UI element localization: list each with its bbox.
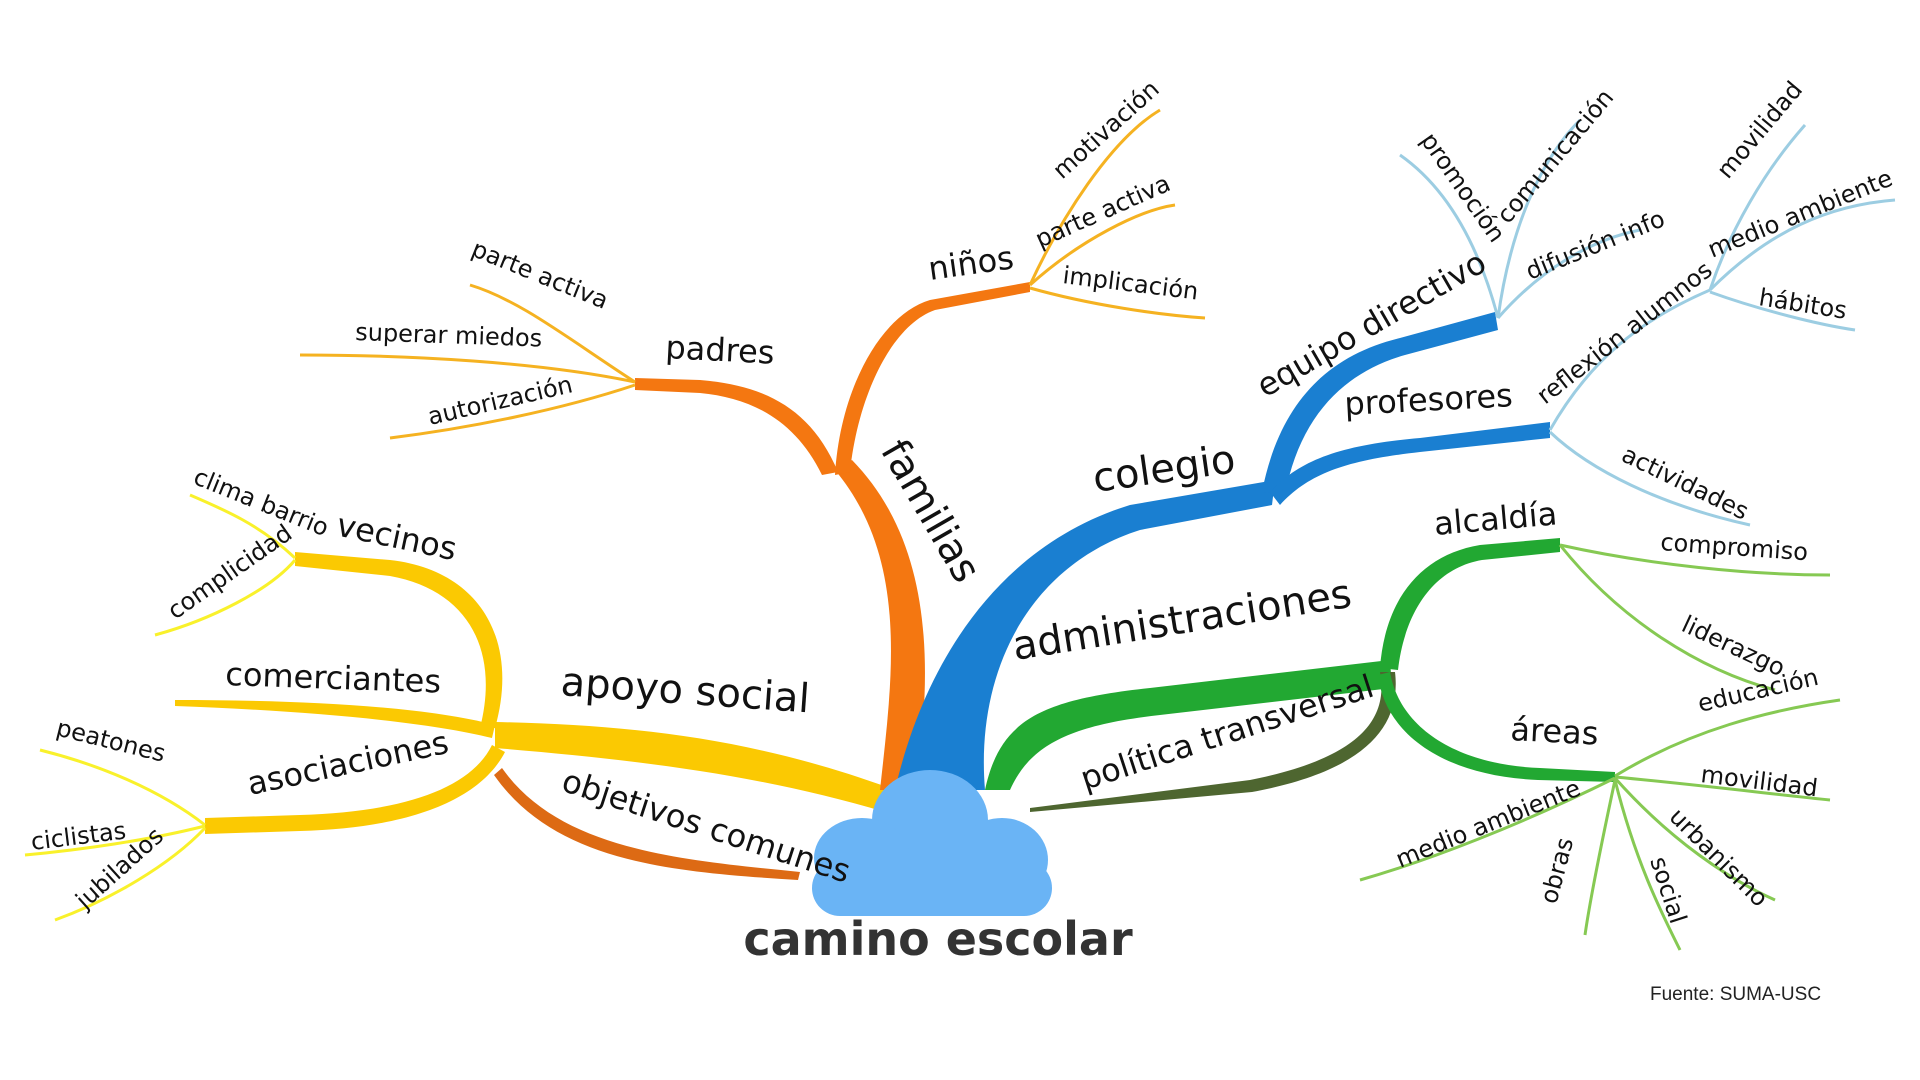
leaf-line-compromiso: [1559, 543, 1831, 577]
leaf-line-ninos-parte-activa: [1028, 203, 1176, 287]
leaf-line-peatones: [39, 748, 206, 827]
leaf-line-promocion: [1399, 153, 1500, 319]
branch-line-objetivos-comunes: [494, 768, 800, 880]
leaf-line-superar-miedos: [299, 353, 636, 384]
leaf-line-movilidad-areas: [1614, 775, 1831, 802]
leaf-line-padres-parte-activa: [469, 283, 636, 384]
leaf-motivacion: motivación: [1047, 75, 1164, 185]
leaf-movilidad-areas: movilidad: [1699, 760, 1819, 802]
leaf-superar-miedos: superar miedos: [355, 318, 543, 353]
label-comerciantes: comerciantes: [225, 655, 442, 701]
branch-familias: [299, 108, 1206, 790]
leaf-actividades: actividades: [1617, 440, 1753, 525]
branch-line-profesores: [1270, 422, 1550, 505]
leaf-comunicacion: comunicación: [1491, 84, 1619, 229]
leaf-line-difusion-info: [1496, 228, 1641, 319]
label-asociaciones: asociaciones: [244, 723, 452, 803]
leaf-line-motivacion: [1028, 108, 1161, 286]
label-ninos: niños: [926, 238, 1016, 288]
leaf-line-educacion: [1614, 698, 1841, 778]
branch-line-areas: [1378, 672, 1615, 782]
branch-line-asociaciones: [205, 745, 505, 834]
leaf-line-movilidad-colegio: [1708, 124, 1807, 291]
branch-colegio: [895, 118, 1896, 790]
leaf-line-autorizacion: [389, 383, 636, 440]
leaf-line-implicacion: [1029, 286, 1206, 320]
leaf-line-ciclistas: [24, 824, 206, 857]
leaf-line-complicidad: [154, 559, 297, 637]
label-apoyo-social: apoyo social: [559, 659, 811, 722]
leaf-liderazgo: liderazgo: [1677, 610, 1789, 682]
branch-line-padres: [635, 378, 838, 475]
leaf-line-liderazgo: [1558, 544, 1776, 692]
leaf-line-clima-barrio: [189, 493, 297, 560]
branch-line-equipo-directivo: [1262, 312, 1498, 495]
leaf-line-habitos: [1709, 290, 1856, 332]
label-alcaldia: alcaldía: [1432, 494, 1558, 543]
leaf-reflexion-alumnos: reflexión alumnos: [1531, 256, 1717, 410]
leaf-line-reflexion-alumnos: [1548, 288, 1711, 431]
leaf-compromiso: compromiso: [1660, 528, 1809, 566]
leaf-difusion-info: difusión info: [1522, 204, 1669, 285]
label-profesores: profesores: [1343, 376, 1513, 423]
leaf-line-urbanismo: [1613, 777, 1776, 902]
center-title: camino escolar: [743, 912, 1133, 966]
branch-administraciones: [985, 538, 1841, 951]
branch-line-ninos: [835, 282, 1030, 475]
leaf-line-medio-ambiente-areas: [1359, 776, 1616, 882]
leaf-line-actividades: [1548, 430, 1751, 527]
leaf-line-jubilados: [54, 826, 207, 922]
leaf-complicidad: complicidad: [162, 519, 297, 625]
branch-line-vecinos: [295, 552, 503, 728]
leaf-movilidad-colegio: movilidad: [1711, 76, 1808, 184]
branch-line-colegio: [895, 480, 1275, 790]
branch-line-comerciantes: [175, 700, 495, 738]
leaf-obras: obras: [1535, 835, 1579, 907]
branch-line-apoyo-social: [495, 722, 895, 812]
label-areas: áreas: [1510, 710, 1600, 753]
leaf-implicacion: implicación: [1061, 261, 1200, 305]
branch-line-politica-transversal: [1030, 672, 1396, 812]
leaf-line-social: [1613, 779, 1682, 951]
branch-apoyo-social: [24, 493, 895, 922]
source-note: Fuente: SUMA-USC: [1650, 984, 1821, 1005]
cloud-icon: [812, 770, 1052, 916]
label-padres: padres: [665, 328, 776, 372]
label-administraciones: administraciones: [1009, 571, 1354, 670]
branch-line-alcaldia: [1380, 538, 1560, 670]
leaf-line-comunicacion: [1496, 118, 1582, 319]
branch-line-administraciones: [985, 660, 1392, 790]
center-node: camino escolar: [743, 770, 1133, 966]
leaf-line-obras: [1583, 779, 1617, 936]
leaf-line-medio-ambiente-colegio: [1708, 198, 1896, 292]
leaf-ciclistas: ciclistas: [29, 817, 127, 856]
leaf-padres-parte-activa: parte activa: [468, 235, 612, 315]
branch-line-familias: [835, 460, 925, 790]
